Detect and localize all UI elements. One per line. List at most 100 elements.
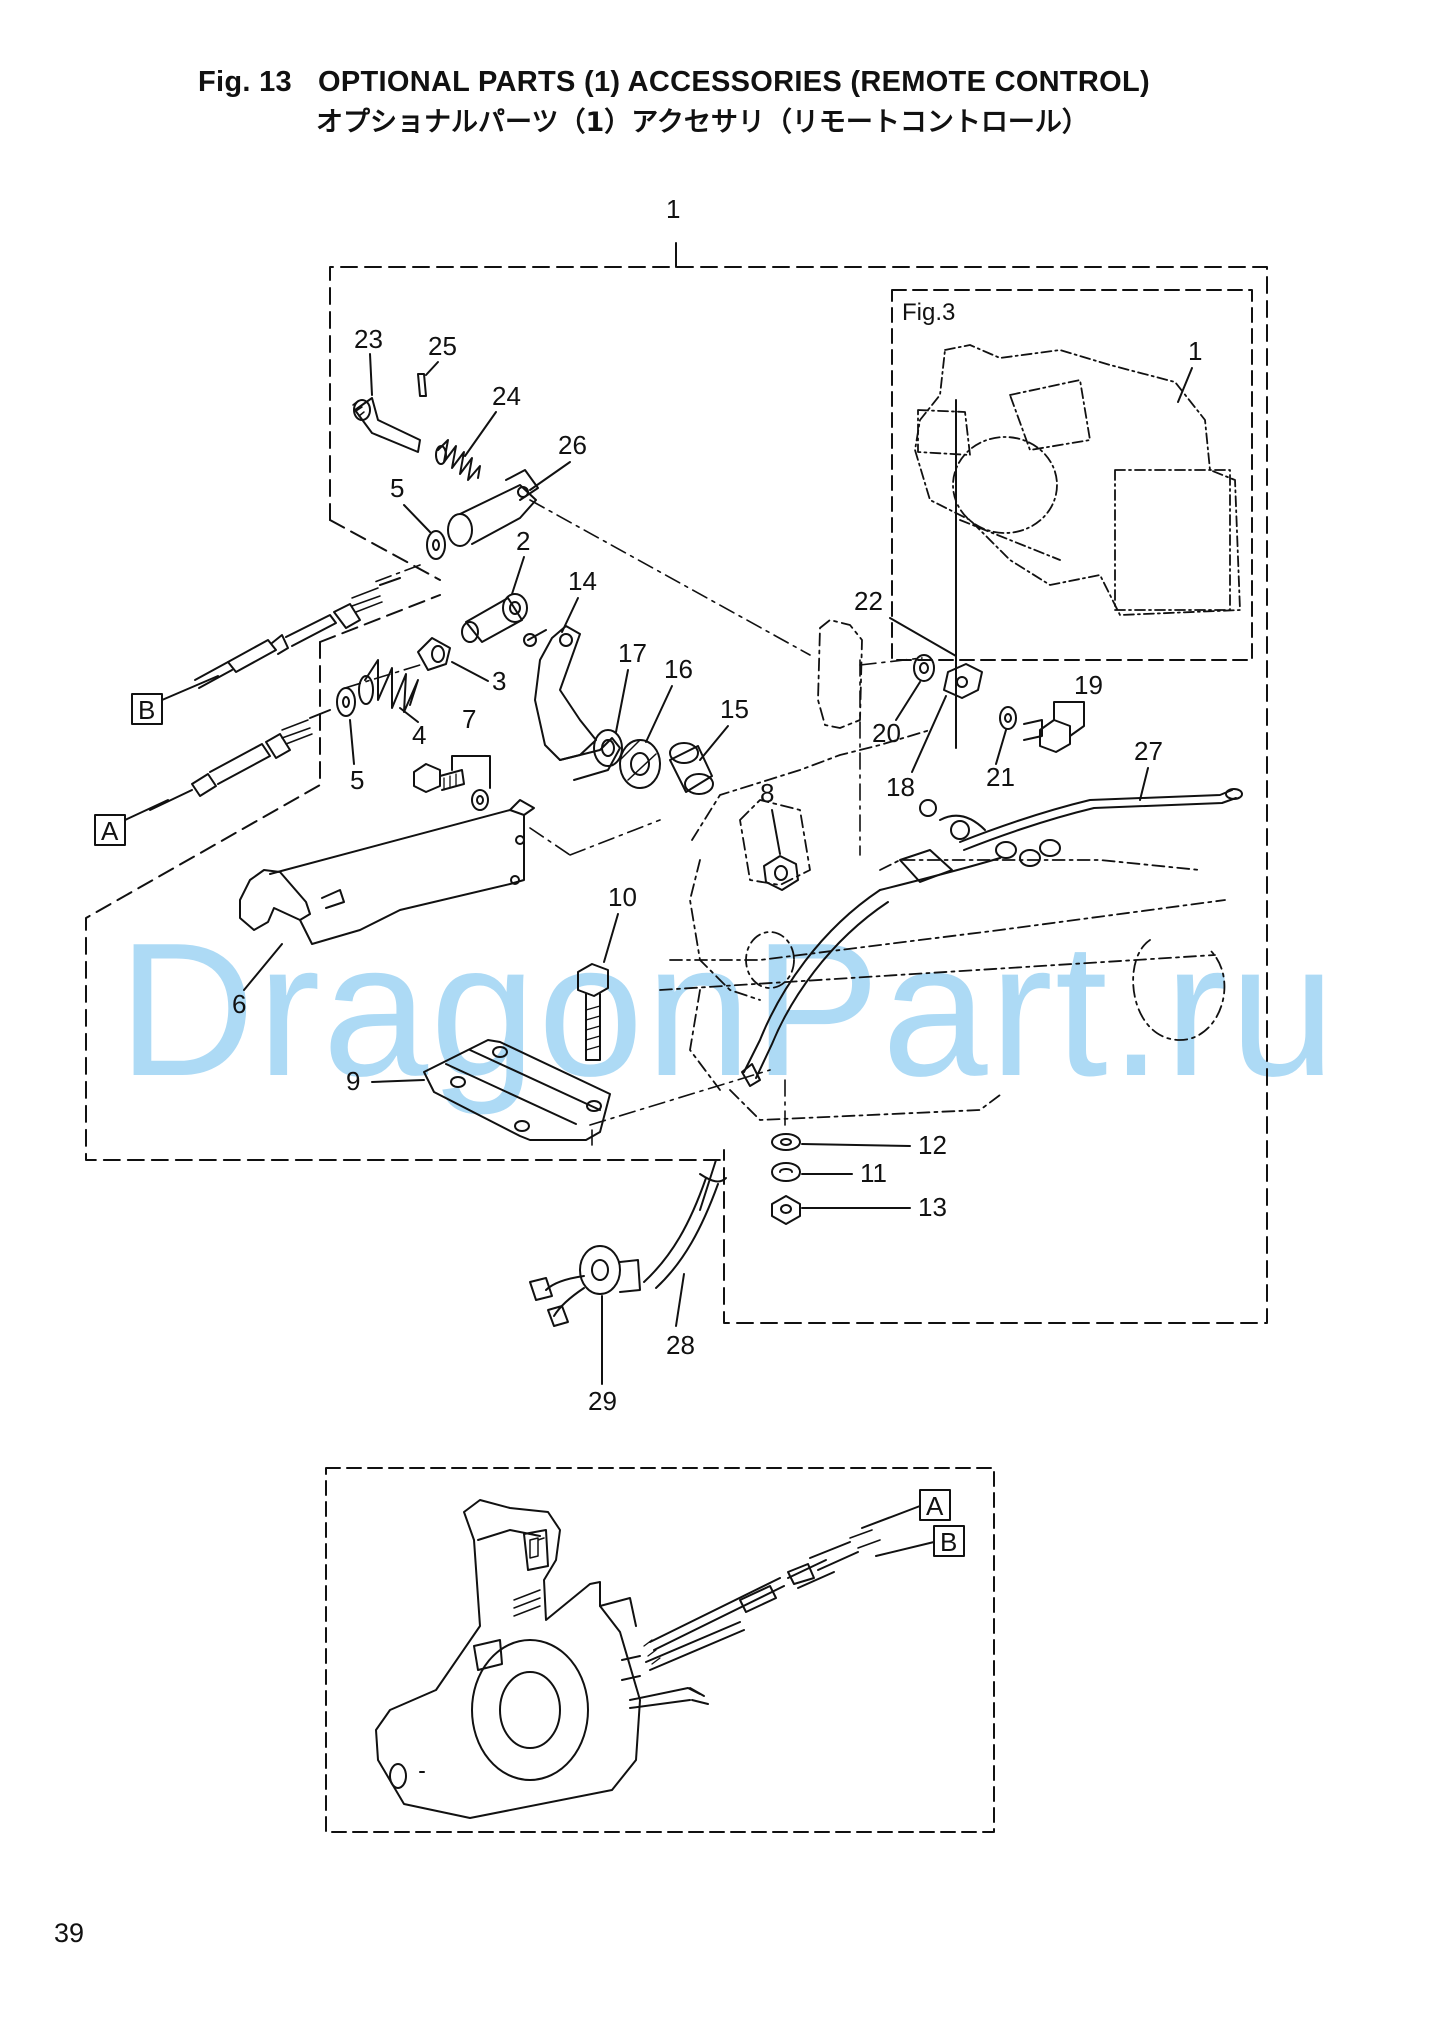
part-4-spring [358,659,419,713]
part-14-lever [523,625,621,781]
callout-18: 18 [886,772,915,802]
callout-3: 3 [492,666,506,696]
remote-control-box [325,1467,995,1833]
tag-b-left-box [131,693,163,725]
callout-26: 26 [558,430,587,460]
leader-16 [645,685,673,743]
leader-tag-b-left [161,675,219,701]
callout-24: 24 [492,381,521,411]
cable-a-end [149,709,331,811]
part-9-plate [423,1039,611,1141]
leader-18 [911,695,947,773]
callout-9: 9 [346,1066,360,1096]
leader-17 [615,669,629,733]
callout-13: 13 [918,1192,947,1222]
leader-22 [889,617,957,657]
tag-b-left: B [138,695,155,725]
tag-a-left-box [94,814,126,846]
part-11-lock-washer [771,1162,801,1182]
part-8-nut [763,855,799,891]
callout-2: 2 [516,526,530,556]
part-26-joint [447,469,539,547]
leader-25 [425,361,439,376]
assembly-centerlines [344,499,923,1146]
callout-21: 21 [986,762,1015,792]
leader-tag-b-right [875,1541,935,1557]
callout-11: 11 [860,1158,887,1188]
part-7-bolt [413,763,489,811]
leader-26 [529,461,571,491]
part-27-cable [879,788,1243,891]
leader-4 [399,707,419,723]
leader-tag-a-right [861,1505,921,1529]
callout-19: 19 [1074,670,1103,700]
callout-17: 17 [618,638,647,668]
figure-number: Fig. 13 [198,66,292,98]
callout-25: 25 [428,331,457,361]
callout-15: 15 [720,694,749,724]
leader-28 [675,1273,685,1327]
part-22-throttle-link [943,663,983,699]
leader-5-upper [403,504,431,533]
part-25-pin [417,373,427,397]
leader-14 [561,597,579,633]
leader-20 [895,681,921,721]
part-3-nut [417,637,451,671]
watermark-text: DragonPart.ru [118,904,1337,1116]
callout-16: 16 [664,654,693,684]
leader-15 [699,725,729,761]
leader-9 [371,1079,425,1083]
callout-23: 23 [354,324,383,354]
engine-phantom-outline [914,344,1241,616]
leader-5-lower [349,719,355,765]
callout-10: 10 [608,882,637,912]
callout-22: 22 [854,586,883,616]
callout-6: 6 [232,989,246,1019]
leader-7 [451,755,491,789]
callout-14: 14 [568,566,597,596]
inset-leader [1177,367,1193,403]
part-6-bracket [239,799,535,945]
part-16-bushing [619,739,661,789]
callout-8: 8 [760,778,774,808]
callout-7: 7 [462,704,476,734]
part-20-washer [913,654,935,682]
callout-1: 1 [666,194,680,224]
leader-24 [464,411,497,457]
inset-callout-1: 1 [1188,336,1202,366]
leader-8 [771,809,781,855]
part-13-nut [771,1195,801,1225]
leader-tag-a-left [124,799,169,821]
inset-engine-box: Fig.3 1 [891,289,1253,749]
callout-29: 29 [588,1386,617,1416]
part-28-harness [643,889,889,1289]
inset-label: Fig.3 [902,299,955,326]
part-21-washer [999,706,1017,730]
page-number: 39 [54,1918,85,1948]
leader-10 [603,913,619,963]
leader-6 [243,943,283,991]
leader-12 [801,1143,911,1147]
part-2-joint [461,593,528,643]
tag-b-right: B [940,1527,957,1557]
callout-20: 20 [872,718,901,748]
leader-27 [1139,767,1149,801]
assembly-boundary [85,266,1268,1324]
callout-12: 12 [918,1130,947,1160]
part-17-washer [593,729,623,767]
remote-control-unit [375,1499,881,1819]
figure-title-jp: オプショナルパーツ（1）アクセサリ（リモートコントロール） [316,107,1089,138]
tag-a-right-box [919,1489,951,1521]
callout-28: 28 [666,1330,695,1360]
leader-2 [511,556,525,595]
tag-a-right: A [926,1491,944,1521]
part-23-cable-end [352,397,421,453]
callout-5-lower: 5 [350,765,364,795]
mounting-frame-outline [659,619,1226,1121]
cable-b-end [194,577,401,689]
leader-3 [451,661,489,682]
tag-a-left: A [101,816,119,846]
callout-4: 4 [412,720,426,750]
